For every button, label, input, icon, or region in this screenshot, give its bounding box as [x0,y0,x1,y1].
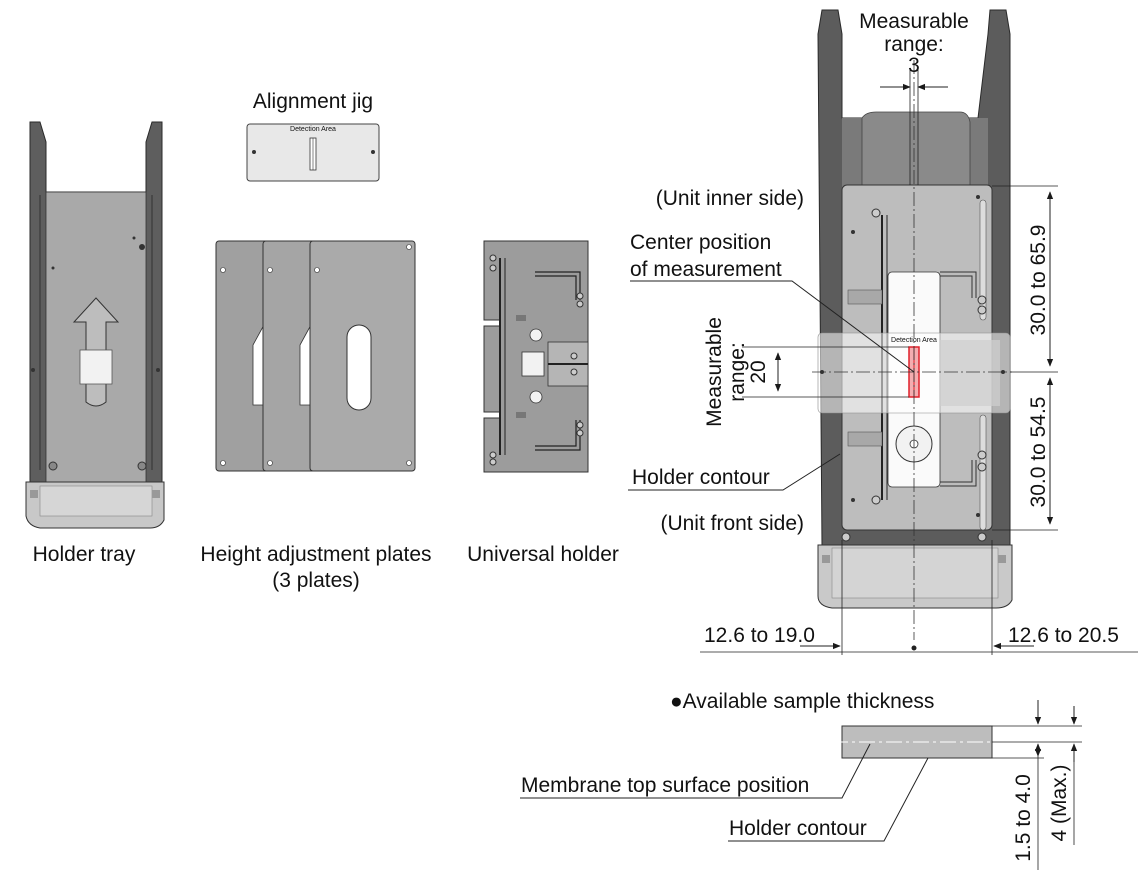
measurable-range-side-line1: Measurable [703,317,726,427]
detection-area-label: Detection Area [891,337,937,344]
up-arrow-icon [72,297,120,407]
measurable-range-top-value: 3 [908,54,920,77]
dim-lower-label: 30.0 to 54.5 [1027,397,1050,508]
sample-thickness-figure [520,700,1082,870]
main-holder-assembly: Detection Area [812,9,1013,640]
unit-front-side-label: (Unit front side) [660,512,804,535]
height-plates-label-line1: Height adjustment plates [200,543,431,566]
dim-right-label: 12.6 to 20.5 [1008,624,1119,647]
height-plates-label-line2: (3 plates) [272,569,360,592]
unit-inner-side-label: (Unit inner side) [656,187,804,210]
dim-max-label: 4 (Max.) [1048,764,1071,841]
measurable-range-side-value: 20 [747,360,770,383]
jig-detection-area-label: Detection Area [290,126,336,133]
alignment-jig-label: Alignment jig [253,90,373,113]
center-position-label-line2: of measurement [630,258,782,281]
alignment-jig: Detection Area [246,123,380,182]
sample-thickness-title: ●Available sample thickness [670,690,934,713]
height-adjustment-plates [215,240,416,472]
measurable-range-top-line2: range: [884,33,944,56]
text-labels: Alignment jig Holder tray Height adjustm… [33,10,1119,862]
dim-left-label: 12.6 to 19.0 [704,624,815,647]
universal-holder-label: Universal holder [467,543,619,566]
holder-contour-label-2: Holder contour [729,817,867,840]
measurable-range-top-line1: Measurable [859,10,969,33]
measurable-range-side-line2: range: [726,342,749,402]
dim-upper-label: 30.0 to 65.9 [1027,225,1050,336]
center-position-label-line1: Center position [630,231,771,254]
holder-contour-label: Holder contour [632,466,770,489]
holder-tray-label: Holder tray [33,543,136,566]
dimensions-main [628,70,1138,655]
membrane-top-label: Membrane top surface position [521,774,809,797]
holder-tray [25,121,165,529]
height-plate [309,240,416,472]
dim-thickness-label: 1.5 to 4.0 [1012,774,1035,862]
universal-holder [483,240,589,473]
